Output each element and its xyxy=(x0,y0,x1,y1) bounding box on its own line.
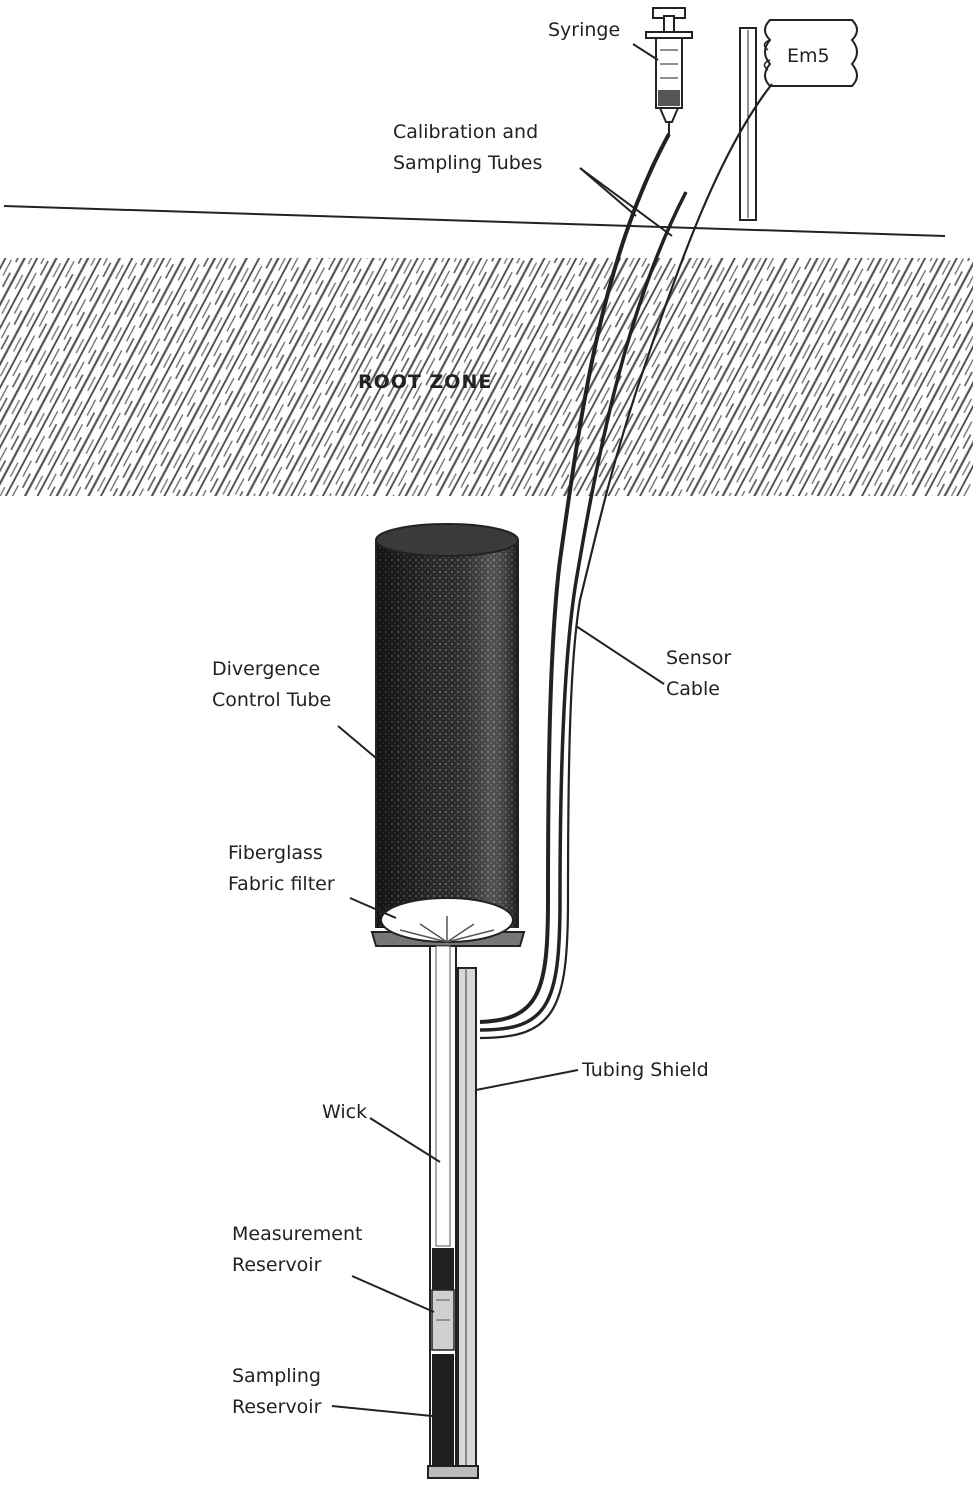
sampling-reservoir xyxy=(427,1354,479,1479)
wick-label: Wick xyxy=(322,1101,367,1123)
root-zone-soil xyxy=(0,258,973,496)
fiberglass-label-line2: Fabric filter xyxy=(228,873,335,895)
calibration-label-line2: Sampling Tubes xyxy=(393,152,542,174)
sampling-tube xyxy=(479,191,688,1032)
divergence-label-line2: Control Tube xyxy=(212,689,331,711)
sensor-cable xyxy=(479,83,773,1040)
sampling-label-line1: Sampling xyxy=(232,1365,321,1387)
measurement-reservoir xyxy=(431,1248,455,1351)
calibration-tube xyxy=(479,133,671,1024)
sensor-cable-label-line1: Sensor xyxy=(666,647,731,669)
fiberglass-label-line1: Fiberglass xyxy=(228,842,323,864)
sampling-label-line2: Reservoir xyxy=(232,1396,322,1418)
root-zone-label: ROOT ZONE xyxy=(358,371,492,393)
sensor-cable-label-line2: Cable xyxy=(666,678,720,700)
measurement-label-line1: Measurement xyxy=(232,1223,362,1245)
em5-label: Em5 xyxy=(787,45,830,67)
calibration-label-line1: Calibration and xyxy=(393,121,538,143)
tubing-shield xyxy=(457,967,477,1477)
syringe-icon xyxy=(645,7,693,134)
ground-surface-line xyxy=(3,205,946,237)
fiberglass-filter xyxy=(370,897,526,947)
measurement-label-line2: Reservoir xyxy=(232,1254,322,1276)
divergence-label-line1: Divergence xyxy=(212,658,320,680)
tubing-shield-label: Tubing Shield xyxy=(581,1059,709,1081)
divergence-control-tube xyxy=(375,523,519,928)
syringe-label: Syringe xyxy=(548,19,620,41)
